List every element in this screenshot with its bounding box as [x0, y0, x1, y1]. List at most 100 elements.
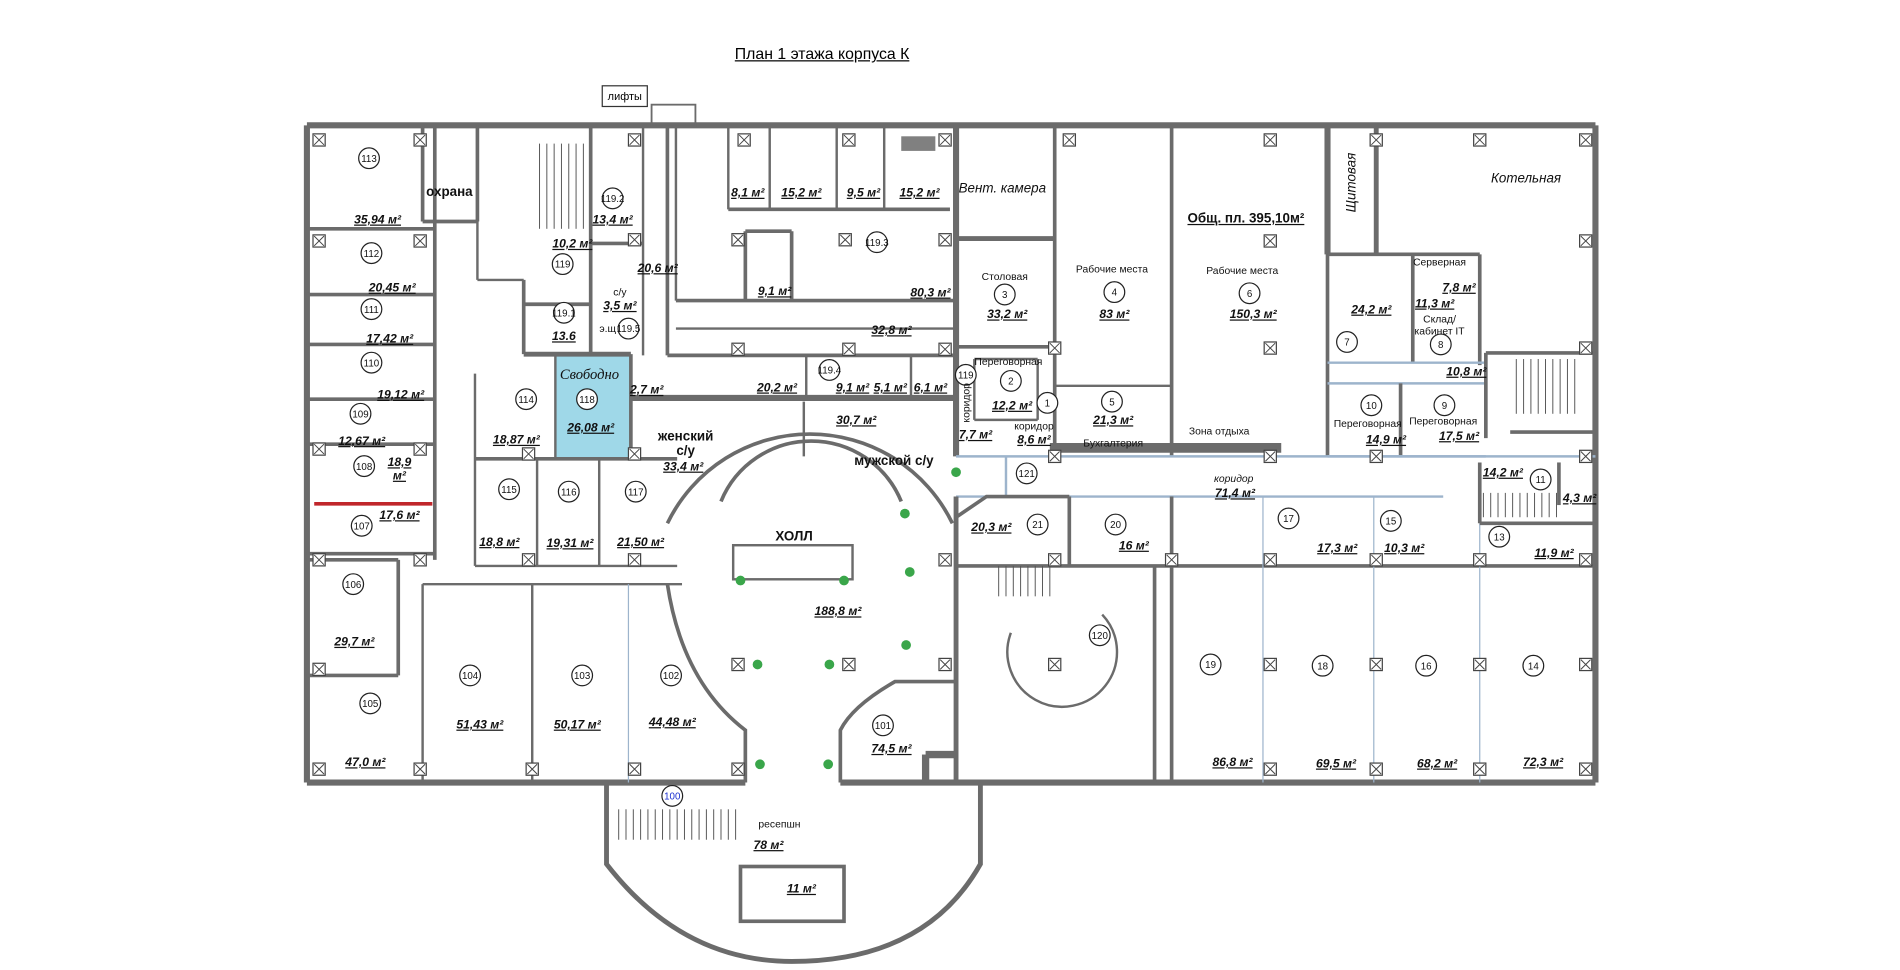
room-area-116: 19,31 м²	[546, 537, 594, 551]
stairs-icon	[1482, 492, 1557, 518]
hall-inner-arc	[719, 439, 903, 503]
column-icon	[1474, 134, 1485, 146]
room-number-7: 7	[1336, 331, 1358, 353]
room-area-10: 14,9 м²	[1365, 433, 1407, 448]
column-icon	[1580, 554, 1591, 566]
column-icon	[414, 763, 426, 775]
room-number-11: 11	[1529, 468, 1552, 491]
room-area-6: 150,3 м²	[1229, 308, 1277, 322]
room-name-r57: коридор	[1014, 419, 1054, 433]
room-number-17: 17	[1277, 507, 1300, 530]
room-number-21: 21	[1026, 513, 1049, 536]
column-icon	[313, 134, 325, 146]
column-icon	[1265, 235, 1276, 247]
room-area-r29: 20,6 м²	[637, 262, 678, 276]
room-area-r30: 3,5 м²	[603, 299, 637, 314]
room-number-108: 108	[353, 455, 376, 478]
room-name-119.5: э.щ	[599, 322, 617, 335]
room-area-2: 12,2 м²	[991, 399, 1033, 414]
room-number-102: 102	[660, 664, 683, 687]
column-icon	[1049, 342, 1060, 354]
room-name-r30: с/у	[613, 285, 627, 299]
column-icon	[1166, 554, 1177, 566]
room-number-119.2: 119.2	[601, 187, 624, 210]
column-icon	[1474, 554, 1485, 566]
room-number-6: 6	[1238, 282, 1261, 305]
room-name-100: ресепшн	[758, 817, 801, 830]
plant-icon	[824, 659, 835, 670]
room-number-100: 100	[661, 784, 684, 807]
room-name-10: Переговорная	[1333, 417, 1402, 430]
room-area-106: 29,7 м²	[334, 635, 375, 650]
room-number-9: 9	[1433, 394, 1456, 417]
room-area-r46: 6,1 м²	[913, 381, 948, 395]
room-area-15: 10,3 м²	[1384, 542, 1425, 556]
room-number-18: 18	[1311, 654, 1334, 677]
room-area-r33: 8,1 м²	[731, 186, 765, 201]
column-icon	[732, 344, 744, 355]
column-icon	[629, 448, 640, 460]
room-area-r34: 15,2 м²	[781, 186, 822, 201]
room-area-100: 78 м²	[753, 839, 784, 853]
plant-icon	[755, 759, 765, 770]
room-name-2: Переговорная	[974, 355, 1043, 368]
room-number-14: 14	[1522, 654, 1545, 677]
room-number-113: 113	[358, 147, 380, 170]
column-icon	[840, 234, 851, 245]
column-icon	[1049, 451, 1060, 462]
column-icon	[313, 443, 325, 455]
room-area-r35: 9,5 м²	[846, 186, 881, 201]
room-name-r21: женский с/у	[657, 429, 714, 459]
atrium-arc	[1006, 613, 1119, 708]
room-number-119: 119	[551, 253, 574, 276]
room-area-17: 17,3 м²	[1317, 542, 1358, 556]
column-icon	[732, 763, 744, 775]
room-number-107: 107	[350, 514, 373, 537]
plant-icon	[823, 759, 834, 770]
room-number-112: 112	[360, 242, 383, 265]
plant-icon	[951, 467, 961, 478]
room-number-106: 106	[342, 573, 365, 596]
room-area-113: 35,94 м²	[354, 213, 402, 227]
room-area-101: 74,5 м²	[871, 742, 912, 757]
room-area-r23: 30,7 м²	[836, 414, 877, 428]
room-area-9: 17,5 м²	[1438, 430, 1480, 444]
room-area-r27: 10,2 м²	[552, 237, 593, 252]
room-name-r24: ХОЛЛ	[775, 529, 813, 544]
room-name-r61: коридор	[1214, 472, 1254, 485]
room-number-114: 114	[515, 388, 538, 411]
room-area-118: 26,08 м²	[567, 421, 615, 436]
room-name-118: Свободно	[559, 365, 620, 383]
room-area-16: 68,2 м²	[1417, 757, 1458, 771]
column-icon	[1371, 451, 1382, 462]
room-area-119.1: 13.6	[552, 330, 576, 344]
plant-icon	[735, 575, 746, 586]
room-number-20: 20	[1104, 513, 1127, 536]
column-icon	[1580, 763, 1591, 775]
room-number-101: 101	[872, 714, 894, 737]
column-icon	[1474, 763, 1485, 775]
room-area-r57: 8,6 м²	[1017, 433, 1051, 448]
column-icon	[1265, 451, 1276, 462]
room-number-116: 116	[557, 480, 580, 503]
room-area-r43: 20,2 м²	[756, 381, 798, 395]
hall-sofa	[731, 543, 854, 581]
room-area-14: 72,3 м²	[1523, 756, 1564, 770]
column-icon	[629, 763, 640, 775]
room-area-r38: 9,1 м²	[757, 285, 792, 299]
room-number-2: 2	[999, 369, 1022, 392]
column-icon	[939, 554, 951, 566]
room-area-19: 86,8 м²	[1212, 756, 1253, 770]
column-icon	[1371, 134, 1382, 146]
room-name-r52: Зона отдыха	[1188, 424, 1250, 437]
room-area-4: 83 м²	[1099, 308, 1130, 322]
room-area-104: 51,43 м²	[456, 718, 504, 733]
stairs-icon	[539, 143, 584, 229]
room-name-5: Бухгалтерия	[1083, 436, 1144, 450]
column-icon	[939, 344, 951, 355]
room-area-111: 17,42 м²	[366, 332, 414, 347]
column-icon	[1474, 659, 1485, 670]
room-number-119: 119	[954, 363, 977, 386]
column-icon	[939, 234, 951, 245]
plan-title: План 1 этажа корпуса К	[734, 44, 910, 63]
